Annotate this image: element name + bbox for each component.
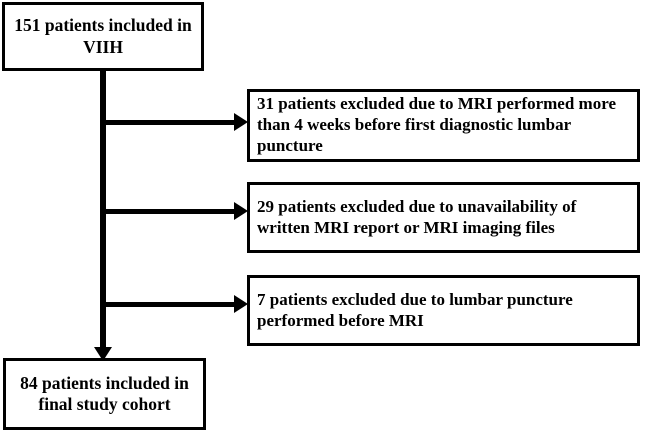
node-exclusion-2: 29 patients excluded due to unavailabili… — [247, 182, 640, 253]
arrowhead-down-icon — [94, 347, 112, 361]
node-source-cohort: 151 patients included in VIIH — [2, 2, 204, 71]
node-final-cohort-label: 84 patients included in final study coho… — [20, 372, 189, 414]
arrowhead-right-2-icon — [234, 202, 248, 220]
node-exclusion-3-label: 7 patients excluded due to lumbar punctu… — [257, 289, 573, 330]
node-source-cohort-label: 151 patients included in VIIH — [14, 15, 192, 57]
node-exclusion-1-label: 31 patients excluded due to MRI performe… — [257, 94, 617, 155]
node-exclusion-3: 7 patients excluded due to lumbar punctu… — [247, 275, 640, 346]
connector-branch-2-horizontal — [100, 209, 235, 214]
node-exclusion-1: 31 patients excluded due to MRI performe… — [247, 89, 640, 162]
node-exclusion-2-label: 29 patients excluded due to unavailabili… — [257, 196, 577, 237]
connector-branch-1-horizontal — [100, 120, 235, 125]
arrowhead-right-3-icon — [234, 295, 248, 313]
connector-branch-3-horizontal — [100, 302, 235, 307]
node-final-cohort: 84 patients included in final study coho… — [3, 358, 206, 430]
arrowhead-right-1-icon — [234, 113, 248, 131]
